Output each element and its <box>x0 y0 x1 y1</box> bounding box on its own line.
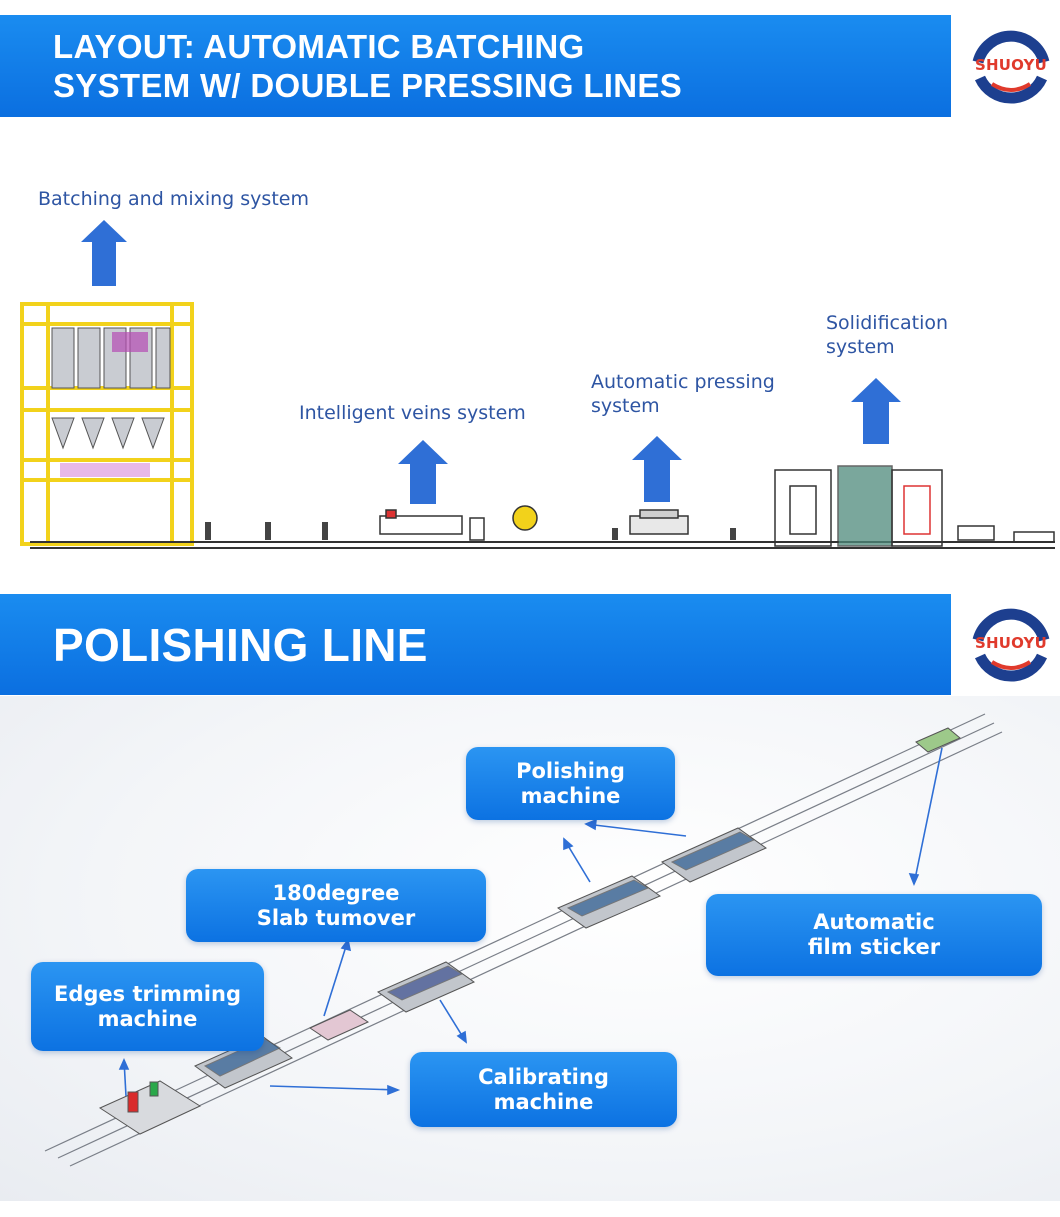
callout-calibrating-machine: Calibrating machine <box>410 1052 677 1127</box>
callout-edges-trimming: Edges trimming machine <box>31 962 264 1051</box>
silos <box>51 327 171 450</box>
layout-diagram: Batching and mixing system Intelligent v… <box>0 118 1060 588</box>
label-solidification: Solidification system <box>826 312 949 358</box>
polishing-banner: POLISHING LINE <box>0 594 951 695</box>
arrow-up-icon <box>81 220 127 286</box>
label-batching: Batching and mixing system <box>38 188 309 210</box>
logo-ring-icon <box>972 608 1050 682</box>
arrow-up-icon <box>851 378 901 444</box>
polishing-line-drawing <box>44 713 1003 1167</box>
callout-film-sticker: Automatic film sticker <box>706 894 1042 976</box>
label-pressing: Automatic pressing system <box>591 371 775 417</box>
callout-slab-turnover: 180degree Slab tumover <box>186 869 486 942</box>
callout-polishing-machine: Polishing machine <box>466 747 675 820</box>
layout-banner: LAYOUT: AUTOMATIC BATCHING SYSTEM W/ DOU… <box>0 15 951 117</box>
logo-ring-icon <box>972 30 1050 104</box>
production-line-drawing <box>20 220 1055 549</box>
layout-banner-title: LAYOUT: AUTOMATIC BATCHING SYSTEM W/ DOU… <box>53 28 683 104</box>
arrow-up-icon <box>398 440 448 504</box>
pressing-machine <box>629 509 689 535</box>
arrow-up-icon <box>632 436 682 502</box>
veins-machine <box>379 509 485 541</box>
label-veins: Intelligent veins system <box>299 402 526 424</box>
polishing-line-diagram: Polishing machine 180degree Slab tumover… <box>0 696 1060 1201</box>
polishing-banner-title: POLISHING LINE <box>53 619 428 671</box>
conveyor-rails <box>44 713 1003 1167</box>
pointer-arrows <box>118 747 943 1097</box>
solidification-unit <box>774 465 943 547</box>
shuoyu-logo: SHUOYU <box>970 26 1052 108</box>
logo-text: SHUOYU <box>975 634 1047 652</box>
machines <box>98 727 961 1135</box>
logo-text: SHUOYU <box>975 56 1047 74</box>
shuoyu-logo: SHUOYU <box>970 604 1052 686</box>
